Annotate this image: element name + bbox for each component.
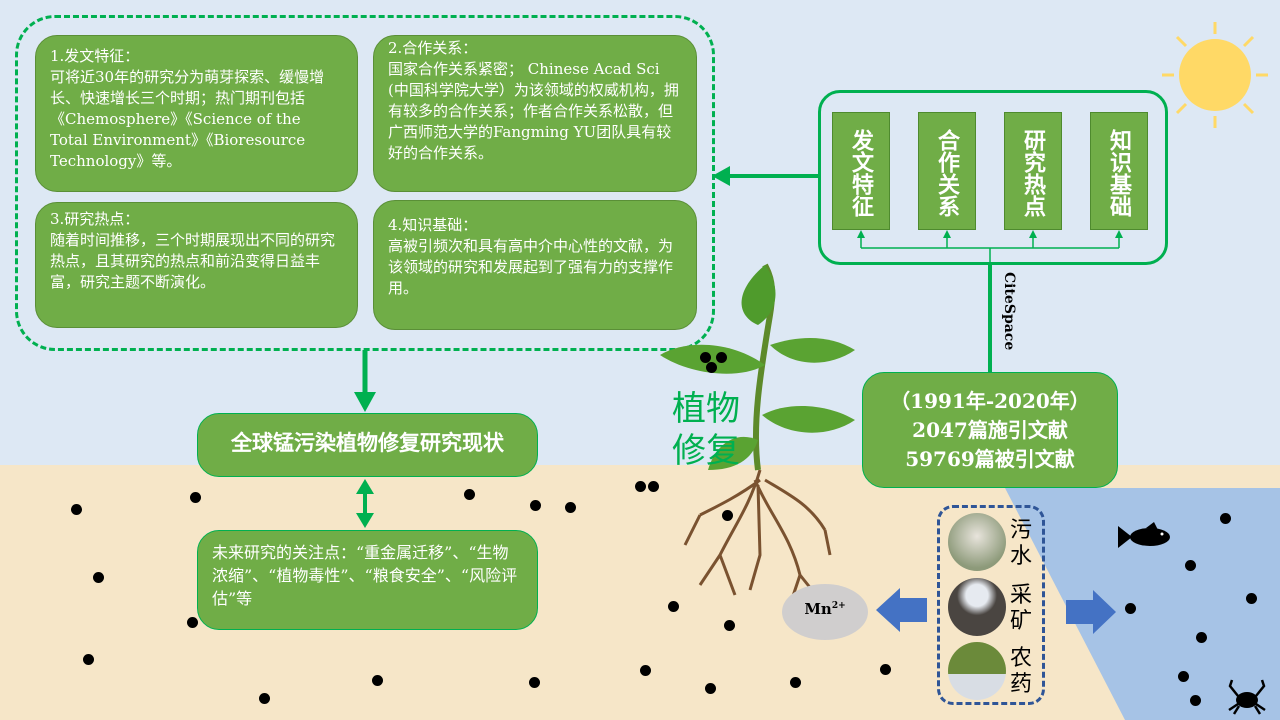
source-mining: 采矿 [1010,583,1033,634]
category-publication: 发文特征 [832,112,890,230]
plant-label-line1: 植物 [672,389,740,429]
pollution-sources-box [937,505,1045,705]
finding-body: 可将近30年的研究分为萌芽探索、缓慢增长、快速增长三个时期；热门期刊包括《Che… [50,68,325,170]
finding-publication: 1.发文特征： 可将近30年的研究分为萌芽探索、缓慢增长、快速增长三个时期；热门… [35,35,358,192]
stats-box: （1991年-2020年） 2047篇施引文献 59769篇被引文献 [862,372,1118,488]
stats-citing: 2047篇施引文献 [912,418,1068,442]
finding-title: 2.合作关系： [388,39,478,57]
plant-label: 植物 修复 [672,388,740,472]
sewage-photo [948,513,1006,571]
finding-hotspots: 3.研究热点： 随着时间推移，三个时期展现出不同的研究热点，且其研究的热点和前沿… [35,202,358,328]
mn-charge: 2+ [831,601,846,611]
analysis-panel [818,90,1168,265]
finding-body: 高被引频次和具有高中介中心性的文献，为该领域的研究和发展起到了强有力的支撑作用。 [388,237,674,297]
future-focus-box: 未来研究的关注点：“重金属迁移”、“生物浓缩”、“植物毒性”、“粮食安全”、“风… [197,530,538,630]
plant-label-line2: 修复 [672,431,740,471]
source-pesticide: 农药 [1010,646,1033,697]
crab-icon [1228,679,1266,715]
mn-ion-ellipse: Mn2+ [782,584,868,640]
findings-container [15,15,715,351]
stats-cited: 59769篇被引文献 [905,447,1075,471]
tool-label: CiteSpace [1001,272,1017,351]
finding-collaboration: 2.合作关系： 国家合作关系紧密； Chinese Acad Sci (中国科学… [373,35,697,192]
pesticide-photo [948,642,1006,700]
plant-illustration [660,263,855,606]
main-title: 全球锰污染植物修复研究现状 [197,413,538,477]
source-sewage: 污水 [1010,518,1033,569]
stats-period: （1991年-2020年） [890,389,1090,413]
finding-body: 随着时间推移，三个时期展现出不同的研究热点，且其研究的热点和前沿变得日益丰富，研… [50,231,336,291]
category-hotspots: 研究热点 [1004,112,1062,230]
finding-title: 3.研究热点： [50,210,140,228]
finding-title: 4.知识基础： [388,216,478,234]
category-knowledge-base: 知识基础 [1090,112,1148,230]
fish-icon [1118,522,1170,548]
category-collaboration: 合作关系 [918,112,976,230]
mn-label: Mn [804,600,832,618]
finding-body: 国家合作关系紧密； Chinese Acad Sci (中国科学院大学）为该领域… [388,60,679,162]
finding-title: 1.发文特征： [50,47,140,65]
sun-icon [1162,22,1268,128]
mining-photo [948,578,1006,636]
finding-knowledge-base: 4.知识基础： 高被引频次和具有高中介中心性的文献，为该领域的研究和发展起到了强… [373,200,697,330]
